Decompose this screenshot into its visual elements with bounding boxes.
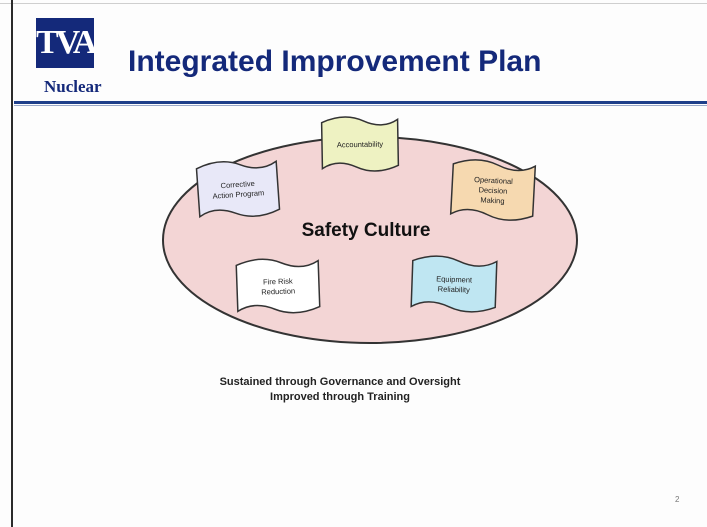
document-shape bbox=[195, 159, 281, 219]
diagram-box-label: Fire Risk bbox=[263, 276, 293, 286]
diagram-box-label: Action Program bbox=[212, 188, 264, 201]
diagram-box-label: Operational bbox=[474, 175, 514, 186]
diagram-box-label: Corrective bbox=[220, 179, 255, 190]
document-shape bbox=[235, 258, 321, 314]
logo-subtitle: Nuclear bbox=[44, 77, 102, 96]
document-shape bbox=[320, 116, 400, 172]
slide-top-border bbox=[0, 3, 707, 4]
diagram-box-label: Decision bbox=[478, 185, 507, 195]
caption: Sustained through Governance and Oversig… bbox=[160, 375, 520, 405]
header-rule bbox=[14, 101, 707, 104]
slide-left-border bbox=[11, 0, 13, 527]
document-shape bbox=[449, 159, 537, 221]
tva-logo: TVA bbox=[36, 18, 97, 68]
diagram-box-label: Making bbox=[480, 195, 505, 205]
diagram-box-label: Equipment bbox=[436, 274, 473, 284]
page-title: Integrated Improvement Plan bbox=[128, 45, 542, 78]
center-label: Safety Culture bbox=[302, 220, 431, 241]
diagram-box-accountability: Accountability bbox=[320, 116, 400, 172]
document-shape bbox=[410, 255, 498, 313]
diagram-box-label: Accountability bbox=[337, 140, 384, 150]
caption-line-2: Improved through Training bbox=[270, 391, 410, 403]
caption-line-1: Sustained through Governance and Oversig… bbox=[219, 376, 461, 388]
page-number: 2 bbox=[675, 495, 680, 504]
diagram-box-label: Reliability bbox=[438, 284, 471, 294]
header-rule-thin bbox=[14, 105, 707, 106]
diagram-box-label: Reduction bbox=[261, 286, 295, 296]
